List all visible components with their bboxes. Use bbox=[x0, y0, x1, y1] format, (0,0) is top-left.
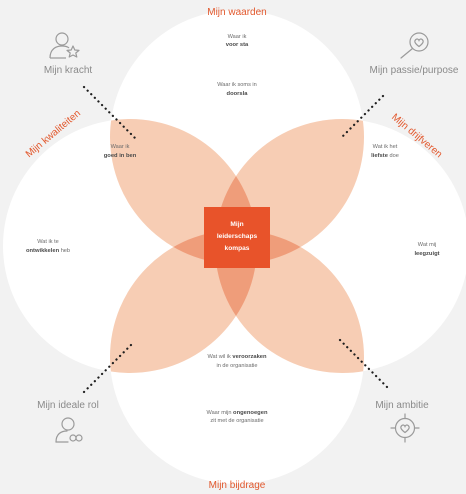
corner-label-top-right: Mijn passie/purpose bbox=[370, 65, 459, 76]
right-text-rest: doe bbox=[388, 153, 399, 159]
bottom-inner-line1: Wat wil ik veroorzaken bbox=[207, 354, 267, 360]
center-line1: Mijn bbox=[230, 221, 243, 228]
left-outer-rest: heb bbox=[59, 248, 70, 254]
person-link-icon bbox=[55, 417, 83, 443]
top-text-line1: Waar ik bbox=[228, 34, 247, 40]
label-top: Mijn waarden bbox=[207, 7, 266, 18]
bottom-inner-bold: veroorzaken bbox=[232, 354, 267, 360]
bottom-bold: ongenoegen bbox=[233, 410, 268, 416]
left-outer-line1: Wat ik te bbox=[37, 239, 59, 245]
dotted-connectors bbox=[82, 85, 392, 394]
right-outer-bold: leegzuigt bbox=[414, 251, 439, 257]
bottom-inner-pre: Wat wil ik bbox=[207, 354, 232, 360]
right-outer-line1: Wat mij bbox=[418, 242, 436, 248]
right-text-line1: Wat ik het bbox=[373, 144, 398, 150]
top-inner-line1: Waar ik soms in bbox=[217, 82, 257, 88]
bottom-pre: Waar mijn bbox=[207, 410, 234, 416]
bottom-line1: Waar mijn ongenoegen bbox=[207, 410, 268, 416]
magnifier-heart-icon bbox=[400, 32, 429, 59]
corner-label-bottom-right: Mijn ambitie bbox=[375, 400, 429, 411]
label-bottom: Mijn bijdrage bbox=[209, 480, 266, 491]
center-line2: leiderschaps bbox=[217, 233, 258, 240]
top-text-bold: voor sta bbox=[226, 42, 249, 48]
bottom-inner-line2: in de organisatie bbox=[216, 363, 257, 369]
center-box bbox=[204, 207, 270, 268]
person-star-icon bbox=[49, 32, 80, 59]
bottom-line2: zit met de organisatie bbox=[210, 418, 263, 424]
center-line3: kompas bbox=[225, 245, 250, 252]
right-text-line2: liefste doe bbox=[371, 153, 399, 159]
left-text-line1: Waar ik bbox=[111, 144, 130, 150]
connector-top-right bbox=[339, 94, 385, 140]
corner-label-top-left: Mijn kracht bbox=[44, 65, 93, 76]
connector-bottom-right bbox=[338, 338, 392, 392]
corner-label-bottom-left: Mijn ideale rol bbox=[37, 400, 99, 411]
connector-bottom-left bbox=[82, 342, 134, 394]
left-outer-bold: ontwikkelen bbox=[26, 248, 60, 254]
target-heart-icon bbox=[390, 413, 420, 443]
left-outer-line2: ontwikkelen heb bbox=[26, 248, 70, 254]
right-text-bold: liefste bbox=[371, 153, 389, 159]
left-text-bold: goed in ben bbox=[104, 153, 137, 159]
top-inner-bold: doorsla bbox=[227, 91, 249, 97]
